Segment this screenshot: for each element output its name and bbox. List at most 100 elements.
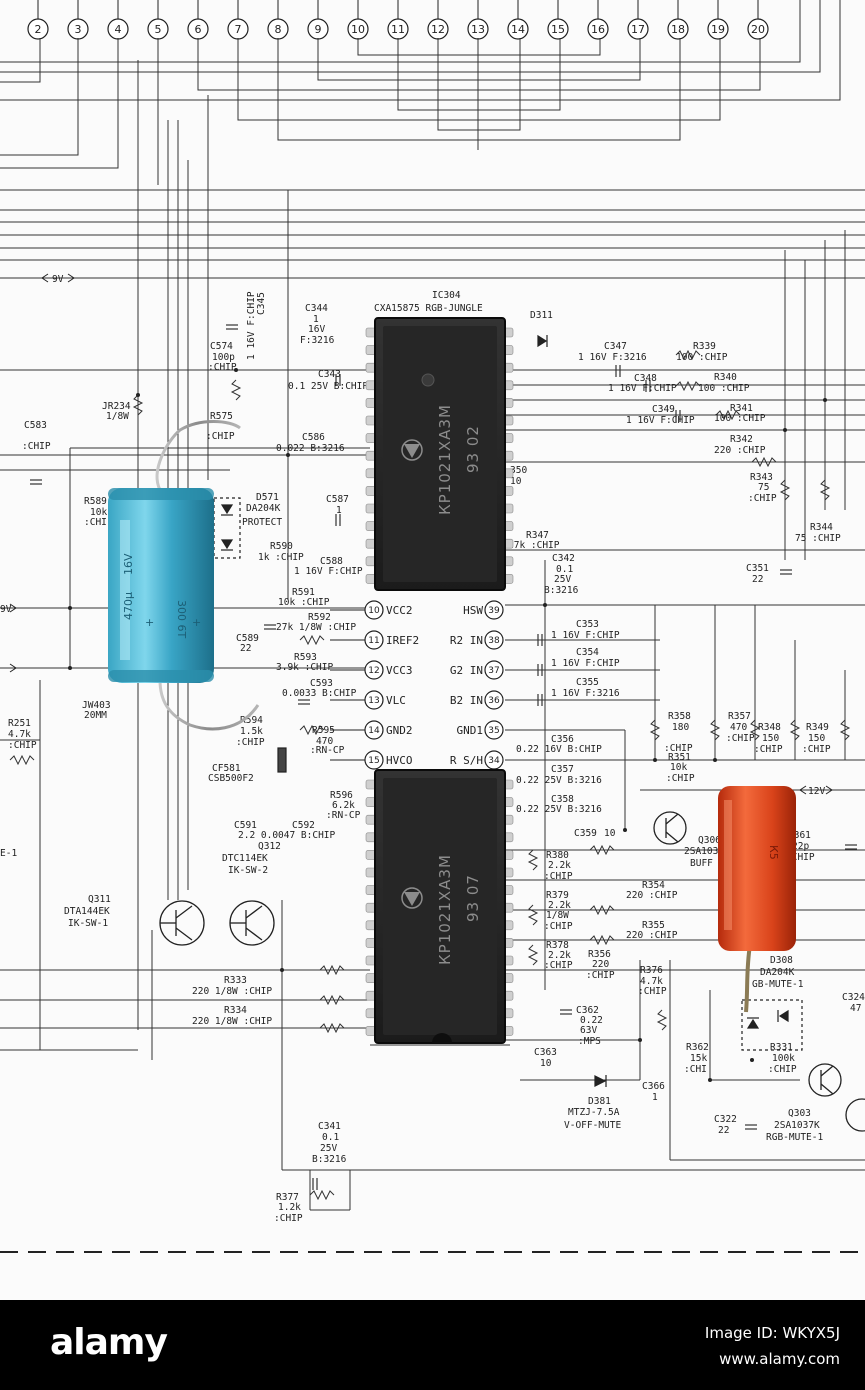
capacitor-value: 470μ [122,592,135,620]
rail-9v-label: 9V [52,274,64,285]
resistor-marking: К5 [767,845,780,860]
electrolytic-capacitor: 470μ 16V 300 6T + + [108,420,260,731]
pin-number: 10 [368,606,380,616]
header-pin-number: 20 [751,23,765,36]
label-jw403-v: 20MM [84,710,107,721]
label-q303-v: 2SA1037K [774,1120,820,1131]
label-r331: R331 [770,1042,793,1053]
label-r377-p: :CHIP [274,1213,303,1224]
header-pin-number: 13 [471,23,485,36]
label-c349-v: 1 16V F:CHIP [626,415,695,426]
label-c362: C362 [576,1005,599,1016]
label-r347: R347 [526,530,549,541]
pin-number: 34 [488,756,500,766]
label-c363: C363 [534,1047,557,1058]
pin-circle [484,690,504,710]
label-c341: C341 [318,1121,341,1132]
label-c362-r: 63V [580,1025,597,1036]
label-r340: R340 [714,372,737,383]
label-r595: R595 [312,725,335,736]
label-r575-v: :CHIP [206,431,235,442]
label-r357: R357 [728,711,751,722]
resistor-component: К5 [718,745,796,1013]
label-d381: D381 [588,1096,611,1107]
label-r342: R342 [730,434,753,445]
pin-circle [484,660,504,680]
label-c362-p: :MPS [578,1036,601,1047]
chip-top-date: 93 02 [464,425,482,473]
label-c341-r: 25V [320,1143,337,1154]
label-c591-v: 2.2 0.0047 B:CHIP [238,830,336,841]
pin-number: 37 [488,666,499,676]
rail-12v-label: 12V [808,786,825,797]
label-r358-p: :CHIP [664,743,693,754]
label-c361-p: :CHIP [786,852,815,863]
label-c347: C347 [604,341,627,352]
ic-subtitle: CXA15875 RGB-JUNGLE [374,303,483,314]
label-r333-v: 220 1/8W :CHIP [192,986,272,997]
label-r591: R591 [292,587,315,598]
label-c343: C343 [318,369,341,380]
ic-title: IC304 [432,290,461,301]
label-jr234-v: 1/8W [106,411,129,422]
label-r379-r: 1/8W [546,910,569,921]
label-cf581: CF581 [212,763,241,774]
label-q306: Q306 [698,835,721,846]
label-c359: C359 [574,828,597,839]
label-c322: C322 [714,1114,737,1125]
header-pin-number: 15 [551,23,565,36]
label-c355-v: 1 16V F:3216 [551,688,620,699]
label-r348-p: :CHIP [754,744,783,755]
label-c348-v: 1 16V F:CHIP [608,383,677,394]
pin-number: 11 [368,636,379,646]
label-c574-v: 100p [212,352,235,363]
label-c341-p: B:3216 [312,1154,347,1165]
label-r340-v: 100 :CHIP [698,383,750,394]
pin-name: HSW [463,604,483,617]
label-r349: R349 [806,722,829,733]
header-pin-number: 16 [591,23,605,36]
label-r593-v: 3.9k :CHIP [276,662,333,673]
header-pin-number: 2 [35,23,42,36]
header-pin-number: 12 [431,23,445,36]
ic-chip-bottom: КР1021ХА3М 93 07 [365,769,514,1044]
label-c343-v: 0.1 25V B:CHIP [288,381,368,392]
capacitor-brand: 300 6T [175,600,188,638]
rail-arrows [9,273,833,795]
label-c358-v: 0.22 25V B:3216 [516,804,602,815]
label-c348: C348 [634,373,657,384]
label-r376-v: 4.7k [640,976,663,987]
label-q312-p: IK-SW-2 [228,865,268,876]
pin-number: 13 [368,696,379,706]
brand-logo: alamy [50,1322,168,1363]
label-jw403: JW403 [82,700,111,711]
label-r343-v: 75 [758,482,769,493]
chip-bottom-date: 93 07 [464,874,482,922]
label-r357-v: 470 [730,722,747,733]
label-q311-p: IK-SW-1 [68,918,108,929]
label-d571-p: PROTECT [242,517,282,528]
label-r592: R592 [308,612,331,623]
label-c354-v: 1 16V F:CHIP [551,658,620,669]
label-d308: D308 [770,955,793,966]
header-pin-number: 7 [235,23,242,36]
label-r343-p: :CHIP [748,493,777,504]
label-c344-r: 16V [308,324,325,335]
ic-chip-top: КР1021ХА3М 93 02 [365,317,514,591]
label-c353: C353 [576,619,599,630]
label-d571-v: DA204K [246,503,281,514]
label-c344-v: 1 [313,314,319,325]
label-r377-v: 1.2k [278,1202,301,1213]
label-r575: R575 [210,411,233,422]
label-r251-p: :CHIP [8,740,37,751]
label-c583-p: :CHIP [22,441,51,452]
label-r362: R362 [686,1042,709,1053]
label-r331-p: :CHIP [768,1064,797,1075]
label-r358-v: 180 [672,722,689,733]
label-r596-v: 6.2k [332,800,355,811]
label-c356: C356 [551,734,574,745]
label-c361-v: 22p [792,841,809,852]
